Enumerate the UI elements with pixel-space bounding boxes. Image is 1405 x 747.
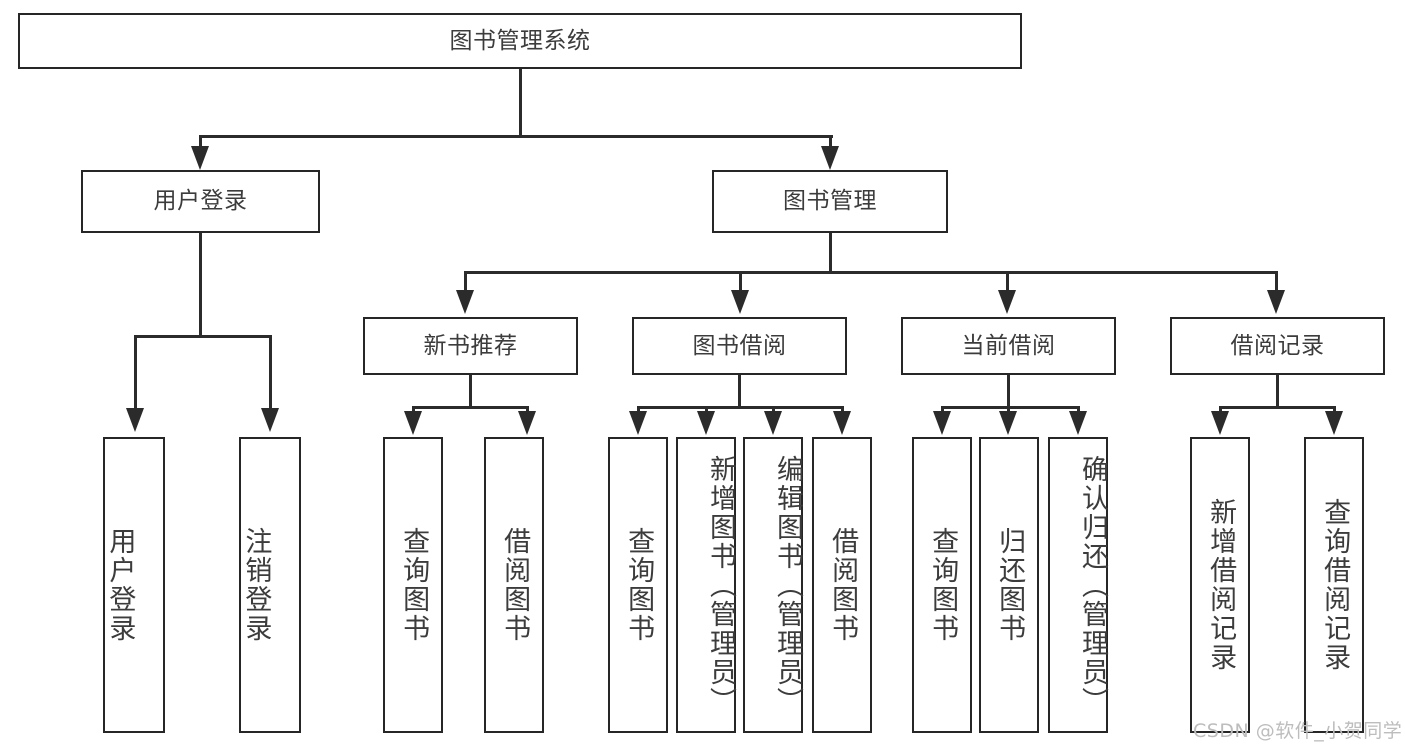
- arrowhead-user-login: [191, 146, 209, 170]
- arrowhead-leaf-confirm-return-admin: [1069, 411, 1087, 435]
- arrowhead-leaf-query-book-2: [629, 411, 647, 435]
- connector-to-current-borrow: [1006, 271, 1009, 292]
- arrowhead-leaf-borrow-book-2: [833, 411, 851, 435]
- leaf-add-book-admin[interactable]: 新增图书（管理员）: [676, 437, 736, 733]
- arrowhead-new-book-rec: [456, 290, 474, 314]
- node-book-borrow[interactable]: 图书借阅: [632, 317, 847, 375]
- arrowhead-current-borrow: [998, 290, 1016, 314]
- arrowhead-leaf-query-book-1: [404, 411, 422, 435]
- arrowhead-leaf-query-record: [1325, 411, 1343, 435]
- leaf-borrow-book-1[interactable]: 借阅图书: [484, 437, 544, 733]
- node-user-login[interactable]: 用户登录: [81, 170, 320, 233]
- connector-book-manage-stem: [829, 233, 832, 273]
- connector-new-book-rec-stem: [469, 375, 472, 408]
- arrowhead-book-manage: [821, 146, 839, 170]
- arrowhead-leaf-query-book-3: [933, 411, 951, 435]
- arrowhead-borrow-record: [1267, 290, 1285, 314]
- connector-to-borrow-record: [1275, 271, 1278, 292]
- arrowhead-leaf-add-record: [1211, 411, 1229, 435]
- connector-bb-drop-4: [841, 406, 844, 414]
- connector-bb-drop-2: [705, 406, 708, 414]
- connector-user-login-bus: [134, 335, 272, 338]
- arrowhead-leaf-borrow-book-1: [518, 411, 536, 435]
- connector-nbr-right-drop: [526, 406, 529, 414]
- node-current-borrow[interactable]: 当前借阅: [901, 317, 1116, 375]
- connector-cb-drop-3: [1077, 406, 1080, 414]
- connector-to-new-book-rec: [464, 271, 467, 292]
- node-book-manage[interactable]: 图书管理: [712, 170, 948, 233]
- arrowhead-leaf-return-book: [999, 411, 1017, 435]
- leaf-logout[interactable]: 注销登录: [239, 437, 301, 733]
- leaf-edit-book-admin[interactable]: 编辑图书（管理员）: [743, 437, 803, 733]
- connector-bb-drop-3: [772, 406, 775, 414]
- connector-borrow-record-stem: [1276, 375, 1279, 408]
- leaf-query-record[interactable]: 查询借阅记录: [1304, 437, 1364, 733]
- leaf-return-book[interactable]: 归还图书: [979, 437, 1039, 733]
- connector-root-to-user-login: [199, 135, 202, 149]
- connector-root-to-book-manage: [829, 135, 832, 149]
- arrowhead-leaf-logout: [261, 408, 279, 432]
- arrowhead-leaf-add-book-admin: [697, 411, 715, 435]
- connector-cb-drop-2: [1007, 406, 1010, 414]
- connector-current-borrow-stem: [1007, 375, 1010, 408]
- node-borrow-record[interactable]: 借阅记录: [1170, 317, 1385, 375]
- connector-book-borrow-stem: [738, 375, 741, 408]
- connector-user-login-left-drop: [134, 335, 137, 411]
- connector-br-left-drop: [1219, 406, 1222, 414]
- connector-borrow-record-bus: [1219, 406, 1336, 409]
- connector-to-book-borrow: [739, 271, 742, 292]
- leaf-borrow-book-2[interactable]: 借阅图书: [812, 437, 872, 733]
- connector-current-borrow-bus: [941, 406, 1080, 409]
- node-new-book-rec[interactable]: 新书推荐: [363, 317, 578, 375]
- connector-new-book-rec-bus: [412, 406, 529, 409]
- arrowhead-leaf-user-login: [126, 408, 144, 432]
- leaf-query-book-1[interactable]: 查询图书: [383, 437, 443, 733]
- arrowhead-book-borrow: [731, 290, 749, 314]
- node-root[interactable]: 图书管理系统: [18, 13, 1022, 69]
- connector-cb-drop-1: [941, 406, 944, 414]
- connector-user-login-right-drop: [269, 335, 272, 411]
- leaf-confirm-return-admin[interactable]: 确认归还（管理员）: [1048, 437, 1108, 733]
- arrowhead-leaf-edit-book-admin: [764, 411, 782, 435]
- leaf-query-book-2[interactable]: 查询图书: [608, 437, 668, 733]
- leaf-add-record[interactable]: 新增借阅记录: [1190, 437, 1250, 733]
- connector-root-bus: [199, 135, 833, 138]
- connector-bb-drop-1: [637, 406, 640, 414]
- connector-user-login-stem: [199, 233, 202, 337]
- connector-book-manage-bus: [464, 271, 1278, 274]
- connector-root-stem: [519, 69, 522, 137]
- connector-br-right-drop: [1333, 406, 1336, 414]
- leaf-user-login[interactable]: 用户登录: [103, 437, 165, 733]
- connector-book-borrow-bus: [637, 406, 844, 409]
- leaf-query-book-3[interactable]: 查询图书: [912, 437, 972, 733]
- connector-nbr-left-drop: [412, 406, 415, 414]
